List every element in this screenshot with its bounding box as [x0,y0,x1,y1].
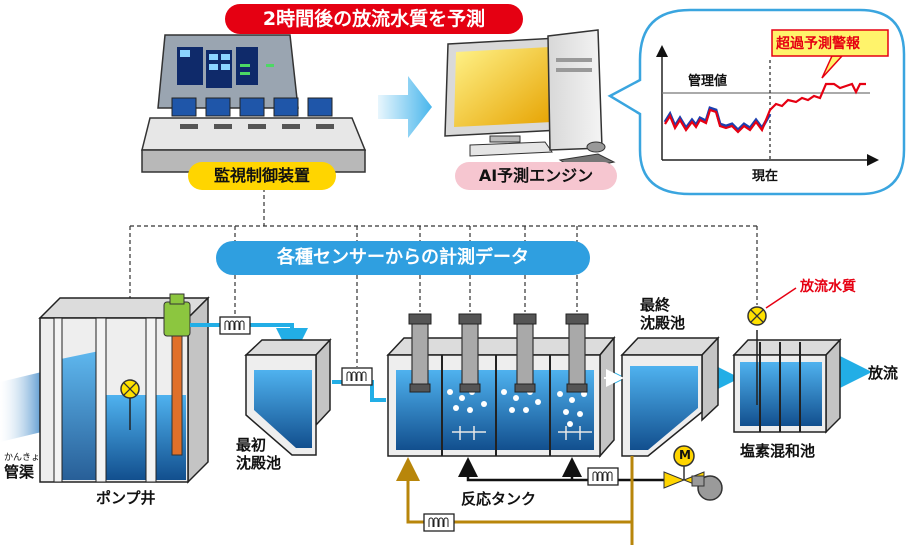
primary-tank-label: 最初 沈殿池 [236,436,282,472]
pump-well-tank [38,293,210,484]
control-room-illustration [141,34,367,173]
quality-leader [765,287,797,309]
chlorine-mixing-tank [732,330,842,434]
motor-label: M [679,448,691,462]
control-device-label: 監視制御装置 [188,162,336,190]
final-sedimentation-tank [620,336,720,457]
title-banner: 2時間後の放流水質を予測 [225,4,523,34]
discharge-quality-label: 放流水質 [800,279,856,295]
threshold-label: 管理値 [688,74,728,89]
prediction-callout [607,8,906,196]
ai-engine-label: AI予測エンジン [455,162,617,190]
pump-well-label: ポンプ井 [96,489,156,507]
primary-sedimentation-tank [244,338,332,456]
alert-label: 超過予測警報 [776,36,860,52]
flow-arrow-to-ai [378,76,432,138]
blower [663,445,723,501]
discharge-label: 放流 [868,364,899,382]
chlorine-tank-label: 塩素混和池 [740,442,816,460]
reaction-tank-label: 反応タンク [461,490,537,508]
reaction-tank [386,313,616,458]
sewer-ruby: かんきょ [4,453,41,463]
sludge-return-line [396,456,634,545]
air-supply-lines [458,457,680,482]
ai-computer-illustration [444,29,616,171]
final-tank-label: 最終 沈殿池 [640,296,686,332]
sensor-data-label: 各種センサーからの計測データ [216,241,590,275]
now-label: 現在 [752,169,779,184]
sensor-lamps [120,306,767,430]
sewer-label: 管渠 [4,463,35,481]
predicted-line [664,82,866,134]
flow-meter-glyphs [224,320,613,527]
sewer-inflow [0,370,50,442]
